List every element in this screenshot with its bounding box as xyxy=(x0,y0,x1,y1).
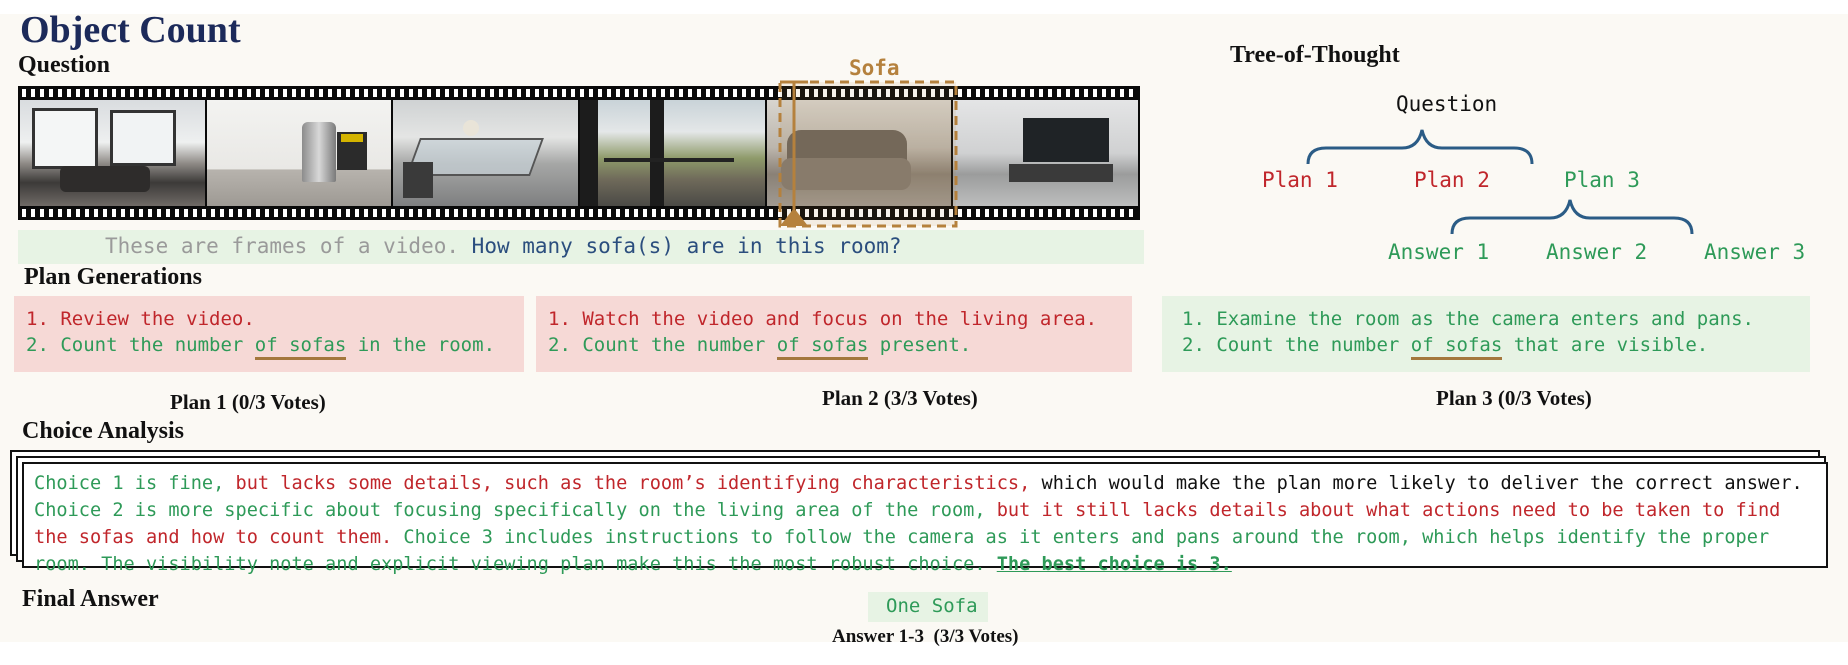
question-caption: These are frames of a video. How many so… xyxy=(105,234,902,258)
plan-3-step-2: 2. Count the number of sofas that are vi… xyxy=(1182,332,1798,360)
plan-2-step-2: 2. Count the number of sofas present. xyxy=(548,332,1120,360)
question-caption-box xyxy=(18,230,1144,264)
frame-1-living-room xyxy=(20,100,205,206)
frame-4-balcony xyxy=(580,100,765,206)
plan-2-step-1: 1. Watch the video and focus on the livi… xyxy=(548,308,1098,330)
video-frames xyxy=(20,100,1139,206)
section-final-answer-label: Final Answer xyxy=(22,586,159,612)
caption-question: How many sofa(s) are in this room? xyxy=(471,234,902,258)
frame-6-tv-stand xyxy=(953,100,1139,206)
plan-1-step-1: 1. Review the video. xyxy=(26,308,255,330)
final-answer-box xyxy=(868,592,988,622)
section-question-label: Question xyxy=(18,52,111,78)
tree-plan-2-node: Plan 2 xyxy=(1414,168,1490,192)
sofa-highlight-box xyxy=(778,80,958,228)
section-plan-generations-label: Plan Generations xyxy=(24,264,202,290)
section-choice-analysis-label: Choice Analysis xyxy=(22,418,185,444)
tree-plan-1-node: Plan 1 xyxy=(1262,168,1338,192)
plan-3-votes: Plan 3 (0/3 Votes) xyxy=(1436,386,1592,410)
sofa-bracket xyxy=(780,80,808,226)
sofa-highlight-overlay xyxy=(778,80,958,228)
choice-analysis-text: Choice 1 is fine, but lacks some details… xyxy=(22,462,1828,575)
tree-answer-2-node: Answer 2 xyxy=(1546,240,1648,264)
plan-3-brace xyxy=(1450,199,1694,235)
tree-answer-3-node: Answer 3 xyxy=(1704,240,1806,264)
root-brace xyxy=(1306,129,1534,165)
tree-of-thought-label: Tree-of-Thought xyxy=(1230,42,1400,68)
film-sprocket-holes-bottom xyxy=(22,209,1136,217)
frame-2-bathroom-bin xyxy=(206,100,392,206)
tree-answer-1-node: Answer 1 xyxy=(1388,240,1490,264)
plan-1-step-2: 2. Count the number of sofas in the room… xyxy=(26,332,512,360)
plan-3-box: 1. Examine the room as the camera enters… xyxy=(1162,296,1810,372)
best-choice-highlight: The best choice is 3. xyxy=(996,554,1232,575)
plan-2-box: 1. Watch the video and focus on the livi… xyxy=(536,296,1132,372)
video-film-strip xyxy=(18,86,1140,220)
final-answer-text: One Sofa xyxy=(886,595,978,617)
plan-1-votes: Plan 1 (0/3 Votes) xyxy=(170,390,326,414)
sofa-arrow-head xyxy=(780,208,808,226)
plan-1-box: 1. Review the video. 2. Count the number… xyxy=(14,296,524,372)
final-answer-votes: Answer 1-3 (3/3 Votes) xyxy=(832,626,1019,647)
sofa-highlight-label: Sofa xyxy=(849,56,900,80)
plan-3-step-1: 1. Examine the room as the camera enters… xyxy=(1182,308,1754,330)
tree-root-node: Question xyxy=(1396,92,1498,116)
film-sprocket-holes-top xyxy=(22,89,1136,97)
caption-prefix: These are frames of a video. xyxy=(105,234,460,258)
frame-3-dining-table xyxy=(393,100,579,206)
figure-title: Object Count xyxy=(20,9,241,51)
tree-plan-3-node: Plan 3 xyxy=(1564,168,1640,192)
frame-5-sofa xyxy=(766,100,952,206)
tree-connectors xyxy=(1306,129,1694,235)
plan-2-votes: Plan 2 (3/3 Votes) xyxy=(822,386,978,410)
